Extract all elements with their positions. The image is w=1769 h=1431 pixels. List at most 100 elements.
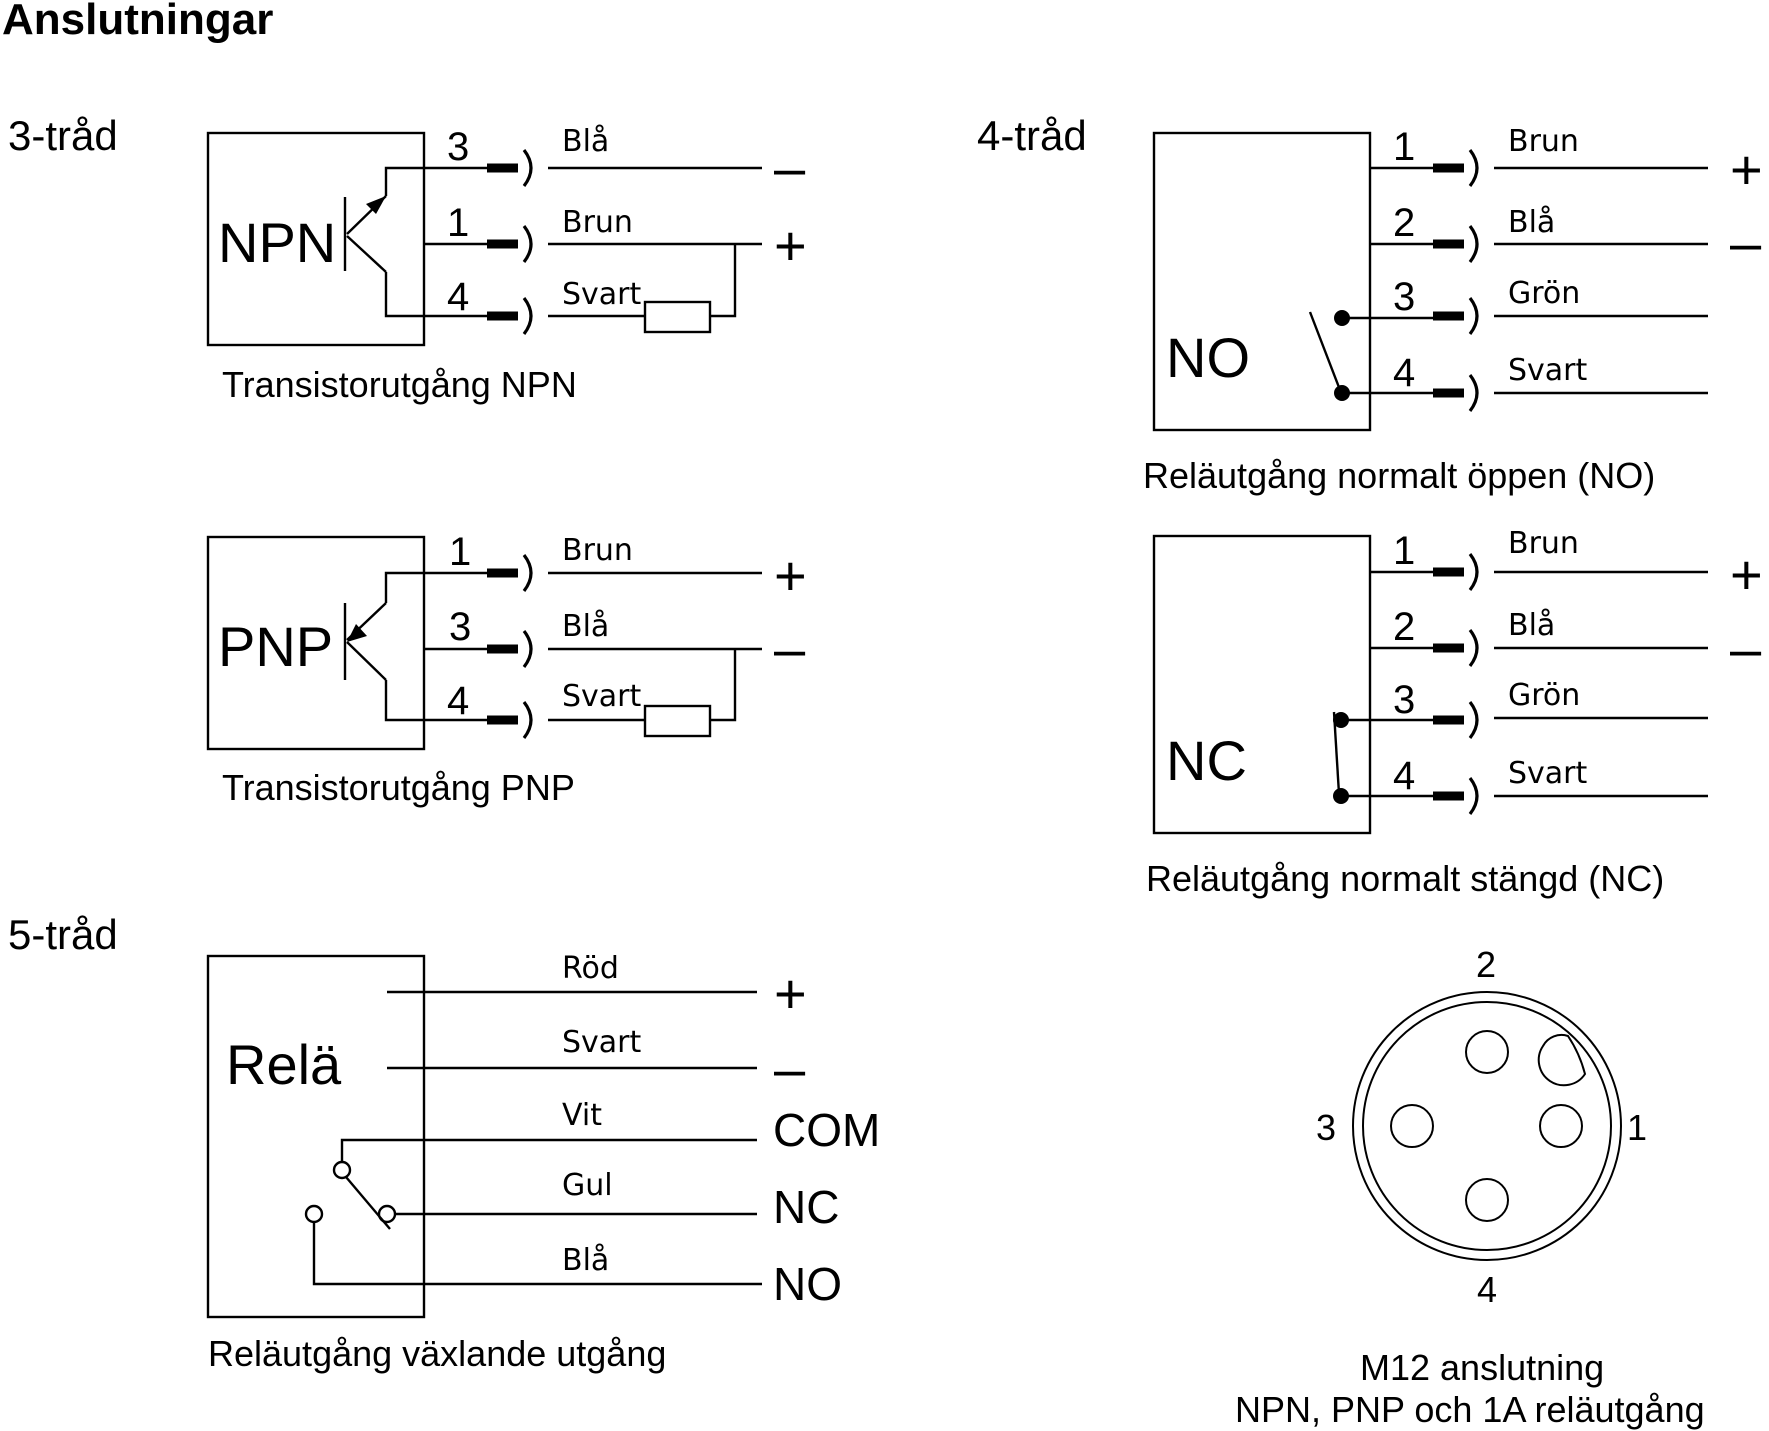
relay-wire-blue: Blå NO (562, 1243, 842, 1310)
nc-pin-number: 4 (1393, 754, 1415, 798)
pnp-wire-1: 1 Brun + (424, 530, 807, 607)
connector-pin-1 (1539, 1104, 1583, 1148)
npn-load-resistor (643, 300, 712, 334)
no-pin-number: 3 (1393, 275, 1415, 319)
nc-wire-color: Blå (1508, 608, 1555, 643)
no-box-label: NO (1166, 326, 1250, 389)
nc-wire-color: Svart (1508, 756, 1588, 791)
relay-wire-color: Gul (562, 1168, 613, 1203)
no-caption: Reläutgång normalt öppen (NO) (1143, 455, 1655, 496)
npn-transistor-symbol (343, 166, 424, 318)
relay-switch-symbol (304, 1138, 762, 1286)
relay-box-label: Relä (226, 1033, 342, 1096)
no-wire-1: 1 Brun + (1370, 124, 1763, 201)
relay-terminal-nc: NC (773, 1181, 839, 1233)
nc-plus-sign: + (1730, 543, 1763, 606)
relay-caption: Reläutgång växlande utgång (208, 1333, 666, 1374)
npn-wire-2: 1 Brun + (424, 201, 807, 277)
no-wire-4: 4 Svart (1342, 351, 1708, 412)
nc-pin-number: 1 (1393, 529, 1415, 573)
pnp-minus-sign: – (774, 617, 806, 680)
npn-minus-sign: – (774, 136, 806, 199)
relay-wire-black: Svart – (387, 1025, 806, 1100)
relay-terminal-com: COM (773, 1104, 880, 1156)
pnp-wire-color: Svart (562, 679, 642, 714)
nc-wire-4: 4 Svart (1341, 754, 1708, 815)
connector-pin-label-bottom: 4 (1477, 1269, 1497, 1310)
relay-wire-white: Vit COM (562, 1098, 880, 1156)
connector-pin-2 (1465, 1030, 1509, 1074)
pnp-wire-3: 4 Svart (424, 649, 737, 739)
pnp-caption: Transistorutgång PNP (222, 767, 575, 808)
relay-terminal-no: NO (773, 1258, 842, 1310)
npn-wire-1: 3 Blå – (424, 124, 806, 199)
relay-changeover-diagram: Relä Röd + Svart – Vit COM Gul NC (206, 951, 880, 1374)
pnp-wire-2: 3 Blå – (424, 605, 806, 680)
no-pin-number: 4 (1393, 351, 1415, 395)
relay-wire-color: Svart (562, 1025, 642, 1060)
connector-inner-ring (1362, 1001, 1612, 1251)
no-pin-number: 2 (1393, 201, 1415, 245)
no-wire-color: Blå (1508, 205, 1555, 240)
nc-sensor-box (1152, 534, 1372, 835)
no-wire-color: Grön (1508, 276, 1580, 311)
relay-wire-color: Röd (562, 951, 619, 986)
connector-key-notch (1537, 1033, 1587, 1087)
four-wire-label: 4-tråd (977, 112, 1087, 159)
relay-wire-color: Vit (562, 1098, 602, 1133)
nc-wire-2: 2 Blå – (1370, 605, 1762, 680)
relay-wire-yellow: Gul NC (395, 1168, 839, 1233)
nc-caption: Reläutgång normalt stängd (NC) (1146, 858, 1664, 899)
no-wire-2: 2 Blå – (1370, 201, 1762, 274)
nc-pin-number: 3 (1393, 678, 1415, 722)
connector-pin-label-top: 2 (1476, 944, 1496, 985)
no-switch-symbol (1308, 310, 1350, 401)
pnp-pin-number: 4 (447, 679, 469, 723)
no-pin-number: 1 (1393, 125, 1415, 169)
nc-switch-symbol (1332, 711, 1349, 804)
nc-relay-diagram: NC 1 Brun + 2 Blå – 3 (1146, 526, 1763, 899)
pnp-transistor-symbol (343, 571, 424, 722)
connector-pin-4 (1465, 1178, 1509, 1222)
nc-wire-color: Grön (1508, 678, 1580, 713)
connector-caption-line-1: M12 anslutning (1360, 1347, 1604, 1388)
relay-sensor-box (206, 954, 426, 1319)
pnp-plus-sign: + (774, 544, 807, 607)
nc-wire-3: 3 Grön (1341, 678, 1708, 739)
pnp-sensor-box (206, 535, 426, 751)
relay-terminal-plus: + (774, 962, 807, 1025)
npn-wire-color: Svart (562, 277, 642, 312)
npn-pin-number: 1 (447, 201, 469, 245)
no-relay-diagram: NO 1 Brun + 2 Blå – 3 (1143, 124, 1763, 496)
connector-pin-label-right: 1 (1627, 1107, 1647, 1148)
npn-diagram: NPN 3 Blå – 1 Brun + (206, 124, 807, 405)
pnp-wire-color: Blå (562, 609, 609, 644)
relay-wire-color: Blå (562, 1243, 609, 1278)
nc-box-label: NC (1166, 729, 1247, 792)
connector-pin-3 (1390, 1104, 1434, 1148)
pnp-diagram: PNP 1 Brun + 3 Blå – (206, 530, 807, 808)
pnp-box-label: PNP (218, 615, 333, 678)
nc-pin-number: 2 (1393, 605, 1415, 649)
connector-pin-label-left: 3 (1316, 1107, 1336, 1148)
npn-wire-3: 4 Svart (424, 244, 737, 335)
npn-caption: Transistorutgång NPN (222, 364, 577, 405)
m12-connector-diagram: 2 1 3 4 M12 anslutning NPN, PNP och 1A r… (1235, 944, 1705, 1430)
no-minus-sign: – (1730, 211, 1762, 274)
relay-terminal-minus: – (774, 1037, 806, 1100)
connector-outer-ring (1352, 991, 1622, 1261)
npn-pin-number: 4 (447, 275, 469, 319)
npn-wire-color: Blå (562, 124, 609, 159)
three-wire-label: 3-tråd (8, 112, 118, 159)
five-wire-label: 5-tråd (8, 911, 118, 958)
no-sensor-box (1152, 131, 1372, 432)
relay-wire-red: Röd + (387, 951, 807, 1025)
pnp-load-resistor (643, 704, 712, 738)
pnp-wire-color: Brun (562, 533, 633, 568)
npn-sensor-box (206, 131, 426, 347)
npn-plus-sign: + (774, 214, 807, 277)
pnp-pin-number: 3 (449, 605, 471, 649)
nc-wire-1: 1 Brun + (1370, 526, 1763, 606)
page-title: Anslutningar (2, 0, 273, 44)
